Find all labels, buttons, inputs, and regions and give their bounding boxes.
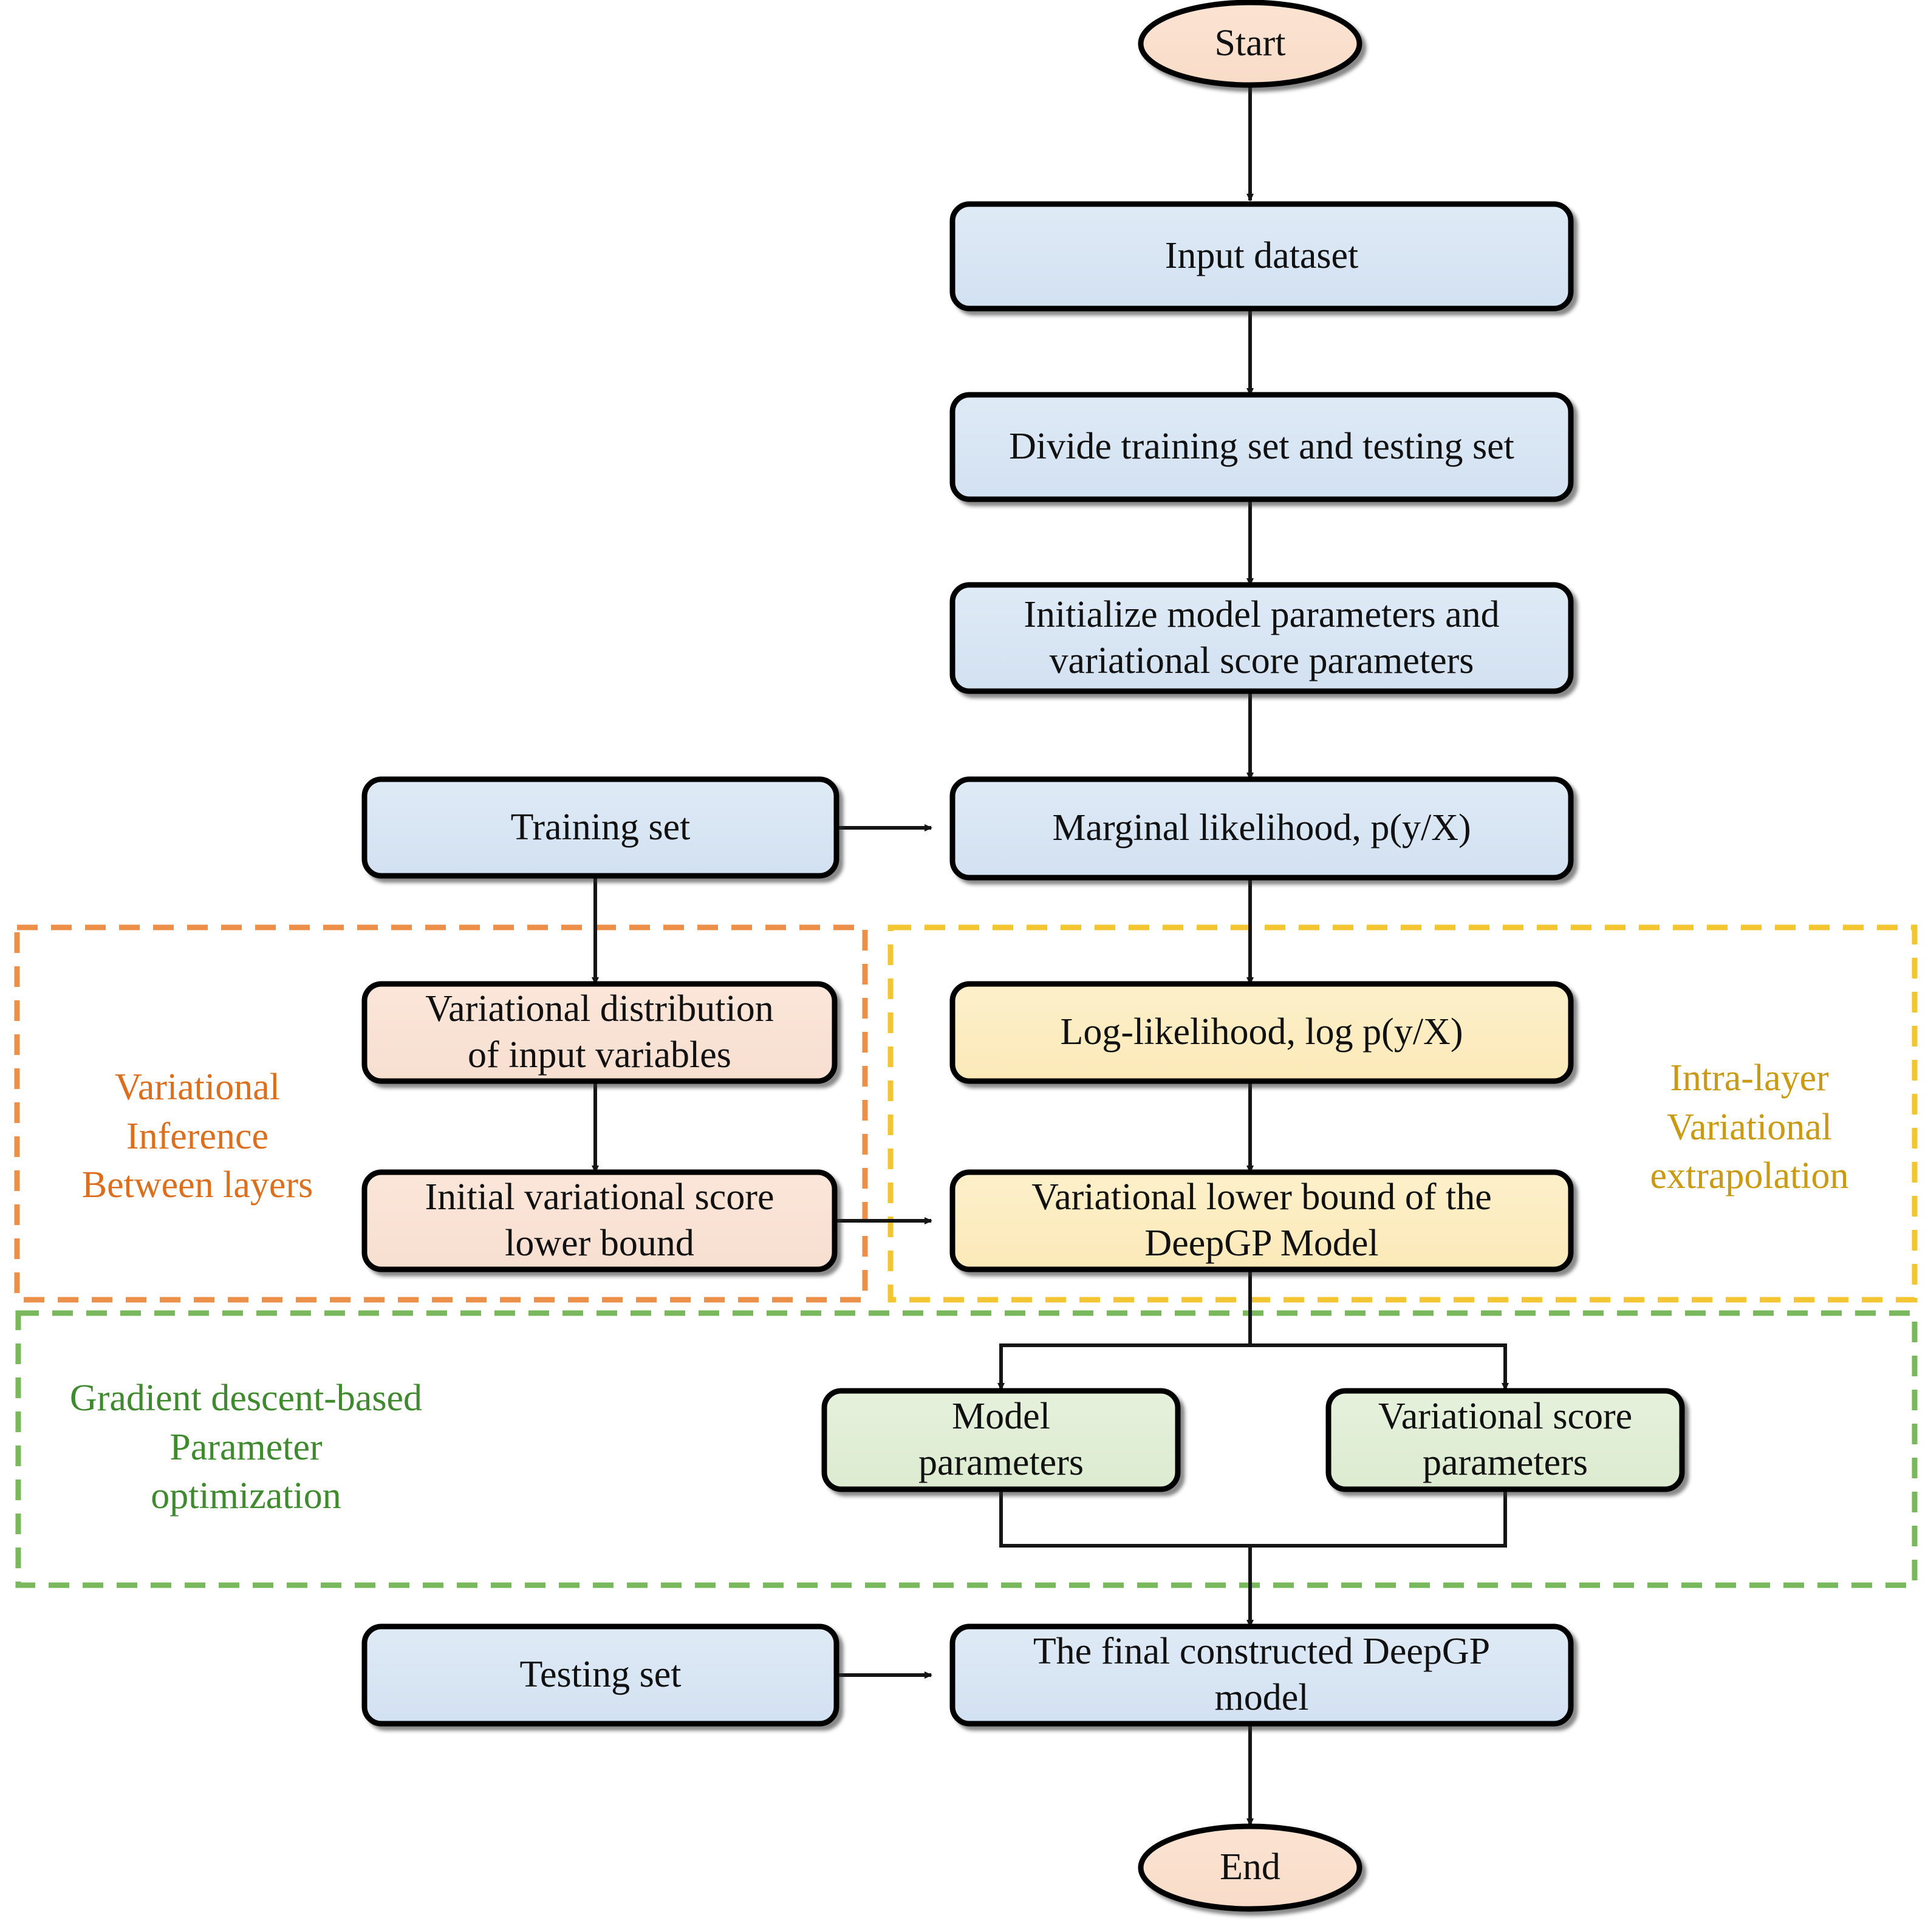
group-box-variational-inference bbox=[14, 924, 868, 1303]
group-label-gradient-descent: Gradient descent-based Parameter optimiz… bbox=[69, 1377, 423, 1517]
node-end[interactable] bbox=[1138, 1823, 1362, 1912]
node-variational-lower-bound[interactable] bbox=[949, 1169, 1574, 1272]
node-model-parameters[interactable] bbox=[821, 1388, 1181, 1492]
node-divide-sets[interactable] bbox=[949, 392, 1574, 502]
edge-model-parameters-to-final-model bbox=[999, 1489, 1250, 1548]
node-initialize[interactable] bbox=[949, 582, 1574, 694]
node-training-set[interactable] bbox=[361, 776, 839, 879]
group-label-intra-layer: Intra-layer Variational extrapolation bbox=[1650, 1057, 1849, 1197]
node-marginal-likelihood[interactable] bbox=[949, 776, 1574, 881]
group-label-variational-inference: Variational Inference Between layers bbox=[81, 1067, 313, 1206]
node-log-likelihood[interactable] bbox=[949, 981, 1574, 1084]
group-box-gradient-descent bbox=[15, 1310, 1918, 1588]
node-testing-set[interactable] bbox=[361, 1623, 839, 1727]
group-box-intra-layer bbox=[887, 924, 1918, 1303]
edge-variational-score-parameters-to-final-model bbox=[1250, 1489, 1507, 1548]
node-input-dataset[interactable] bbox=[949, 201, 1574, 312]
node-final-model[interactable] bbox=[949, 1623, 1574, 1727]
edge-variational-lower-bound-to-model-parameters bbox=[997, 1269, 1252, 1391]
node-variational-score-parameters[interactable] bbox=[1325, 1388, 1685, 1492]
edge-variational-lower-bound-to-variational-score-parameters bbox=[1250, 1343, 1509, 1391]
node-variational-distribution[interactable] bbox=[361, 981, 838, 1084]
node-start[interactable] bbox=[1138, 0, 1362, 88]
node-initial-lower-bound[interactable] bbox=[361, 1169, 838, 1272]
